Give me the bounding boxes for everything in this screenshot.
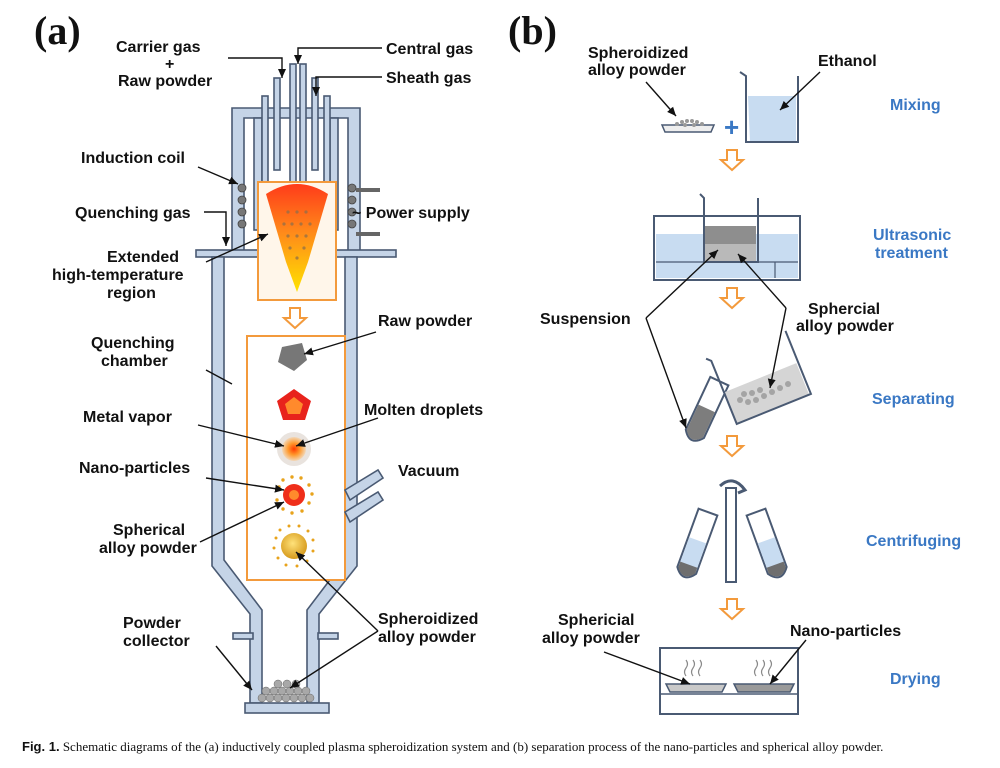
dish-powder (675, 119, 704, 127)
tilted-beaker (705, 330, 813, 426)
label-central-gas: Central gas (386, 41, 473, 58)
flame-particles (282, 210, 312, 260)
label-spheroidized-1: Spheroidized (378, 611, 478, 628)
label-spherical-1: Spherical (113, 522, 185, 539)
arrow-sep-cent (718, 435, 746, 458)
label-vacuum: Vacuum (398, 463, 459, 480)
panel-b: (b) + (508, 8, 961, 715)
label-ethanol: Ethanol (818, 53, 877, 70)
step-centrifuging: Centrifuging (866, 533, 961, 550)
label-sheath-gas: Sheath gas (386, 70, 471, 87)
steam-lines (683, 659, 773, 677)
powder-dish (660, 124, 716, 133)
label-extended-3: region (107, 285, 156, 302)
panel-a-label: (a) (34, 8, 81, 53)
label-b-spherical-2: alloy powder (796, 318, 894, 335)
label-collector-1: Powder (123, 615, 181, 632)
arrow-mix-ultra (718, 149, 746, 172)
centrifuging-step (676, 479, 788, 621)
collected-powder (257, 679, 315, 703)
step-mixing: Mixing (890, 97, 941, 114)
induction-coil (237, 183, 357, 229)
label-dry-spherical-1: Sphericial (558, 612, 634, 629)
label-plus: + (165, 56, 174, 73)
label-metal-vapor: Metal vapor (83, 409, 172, 426)
mixing-step: + (660, 71, 799, 172)
label-dry-spherical-2: alloy powder (542, 630, 640, 647)
label-extended-2: high-temperature (52, 267, 184, 284)
label-extended-1: Extended (107, 249, 179, 266)
ultrasonic-step (653, 193, 801, 310)
figure-caption: Fig. 1. Schematic diagrams of the (a) in… (22, 739, 992, 755)
raw-powder-particle (278, 343, 307, 371)
plasma-flame (266, 184, 328, 292)
label-induction-coil: Induction coil (81, 150, 185, 167)
label-b-spheroidized-1: Spheroidized (588, 45, 688, 62)
label-power-supply: ~ Power supply (352, 205, 470, 222)
step-drying: Drying (890, 671, 941, 688)
label-raw-powder: Raw powder (378, 313, 472, 330)
heated-particle (277, 389, 311, 420)
centrifuge-tube-right (745, 507, 788, 579)
torch-tubes (253, 63, 339, 231)
label-quenching-gas: Quenching gas (75, 205, 191, 222)
label-quenching-2: chamber (101, 353, 168, 370)
vacuum-outlet (343, 468, 385, 524)
dish-spherical (664, 683, 728, 693)
label-carrier-gas: Carrier gas (116, 39, 201, 56)
ultrasonic-beaker (699, 193, 759, 263)
centrifuge-rotor (718, 479, 748, 583)
label-quenching-1: Quenching (91, 335, 175, 352)
separating-step (684, 330, 813, 458)
step-ultrasonic-1: Ultrasonic (873, 227, 951, 244)
centrifuge-tube-left (676, 507, 719, 579)
caption-text: Schematic diagrams of the (a) inductivel… (62, 739, 884, 754)
step-separating: Separating (872, 391, 955, 408)
mixing-plus: + (724, 112, 739, 142)
label-b-spherical-1: Sphercial (808, 301, 880, 318)
arrow-cent-dry (718, 598, 746, 621)
label-nano-particles: Nano-particles (79, 460, 190, 477)
label-spherical-2: alloy powder (99, 540, 197, 557)
label-collector-2: collector (123, 633, 190, 650)
panel-a-pointers (197, 47, 382, 691)
label-suspension: Suspension (540, 311, 631, 328)
ethanol-beaker (739, 71, 799, 143)
label-molten-droplets: Molten droplets (364, 402, 483, 419)
label-spheroidized-2: alloy powder (378, 629, 476, 646)
power-supply-leads (356, 188, 380, 236)
panel-a: (a) (34, 8, 483, 714)
label-raw-powder-in: Raw powder (118, 73, 212, 90)
down-arrow-a (281, 307, 309, 330)
label-b-nano-particles: Nano-particles (790, 623, 901, 640)
label-b-spheroidized-2: alloy powder (588, 62, 686, 79)
arrow-ultra-sep (718, 287, 746, 310)
panel-b-pointers (603, 71, 821, 685)
panel-b-label: (b) (508, 8, 557, 53)
separated-powder (737, 381, 791, 405)
metal-vapor-droplet (277, 432, 311, 466)
step-ultrasonic-2: treatment (875, 245, 949, 262)
dish-nano (732, 683, 796, 693)
tilted-test-tube (684, 375, 730, 442)
caption-label: Fig. 1. (22, 739, 60, 754)
